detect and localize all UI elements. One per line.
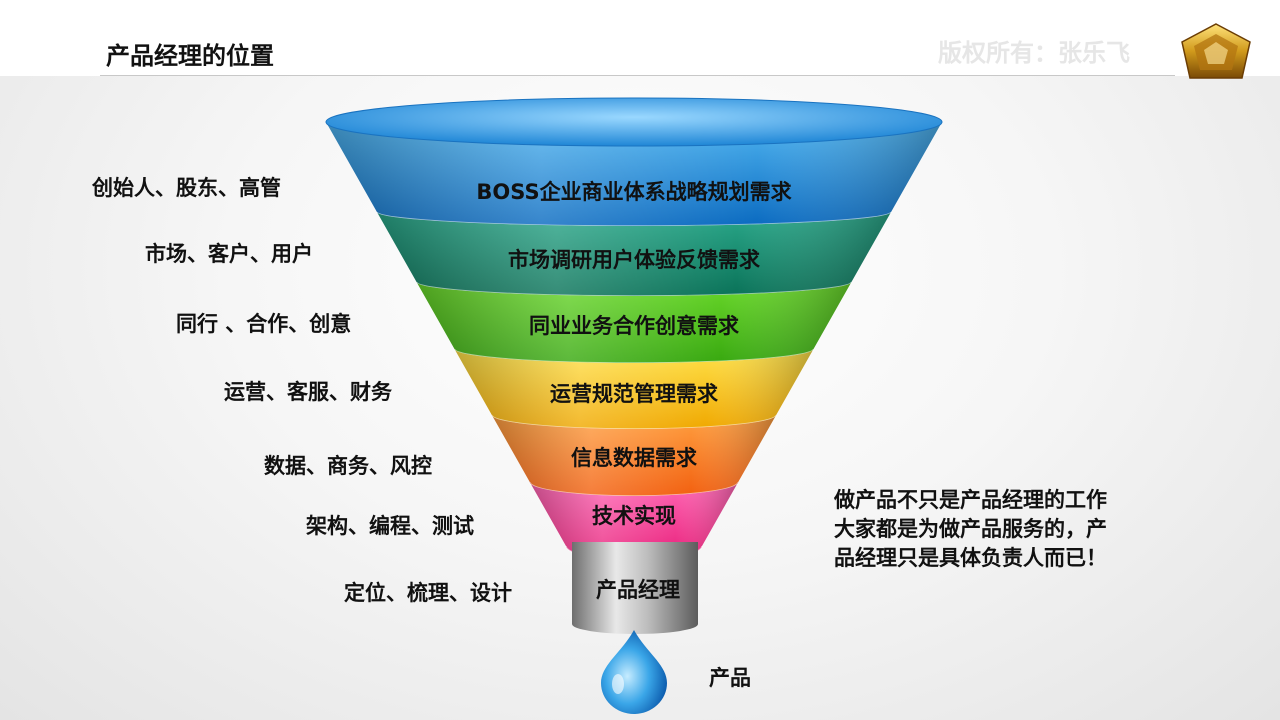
funnel-band-shading-6: [529, 482, 739, 560]
source-label-2: 市场、客户、用户: [145, 242, 313, 266]
funnel-band-label-3: 同业业务合作创意需求: [529, 314, 739, 338]
water-drop-highlight: [612, 674, 624, 694]
funnel-band-separator-3: [453, 348, 815, 364]
note-line-1: 做产品不只是产品经理的工作: [834, 488, 1107, 512]
funnel-band-label-1: BOSS企业商业体系战略规划需求: [476, 180, 792, 204]
explanation-note: 做产品不只是产品经理的工作 大家都是为做产品服务的，产 品经理只是具体负责人而已…: [834, 486, 1164, 573]
source-label-3: 同行 、合作、创意: [176, 312, 352, 336]
note-line-2: 大家都是为做产品服务的，产: [834, 517, 1107, 541]
source-label-5: 数据、商务、风控: [264, 454, 432, 478]
funnel-band-shading-1: [326, 122, 942, 226]
funnel-band-separator-2: [415, 281, 853, 297]
note-line-3: 品经理只是具体负责人而已！: [834, 546, 1107, 570]
funnel-band-shading-4: [454, 349, 814, 429]
page-title: 产品经理的位置: [106, 42, 274, 70]
funnel-band-label-2: 市场调研用户体验反馈需求: [508, 248, 760, 272]
funnel-band-shading-2: [376, 212, 892, 297]
funnel-band-shading-5: [491, 415, 777, 496]
source-label-1: 创始人、股东、高管: [92, 176, 281, 200]
product-label: 产品: [709, 666, 751, 690]
source-label-4: 运营、客服、财务: [224, 380, 392, 404]
funnel-band-shading-3: [416, 282, 852, 363]
funnel-band-label-5: 信息数据需求: [571, 446, 697, 470]
funnel-band-label-4: 运营规范管理需求: [550, 382, 718, 406]
source-label-7: 定位、梳理、设计: [344, 581, 512, 605]
title-divider: [100, 75, 1175, 76]
funnel-band-separator-4: [491, 414, 777, 430]
funnel-neck: [572, 542, 698, 634]
source-label-6: 架构、编程、测试: [306, 514, 474, 538]
funnel-top-rim: [325, 97, 943, 147]
copyright-watermark: 版权所有：张乐飞: [938, 39, 1130, 67]
gold-emblem-icon: [1181, 23, 1251, 79]
water-drop-icon: [601, 630, 667, 714]
funnel-band-separator-5: [529, 481, 739, 497]
product-manager-label: 产品经理: [596, 578, 680, 602]
funnel-band-label-6: 技术实现: [592, 504, 676, 528]
